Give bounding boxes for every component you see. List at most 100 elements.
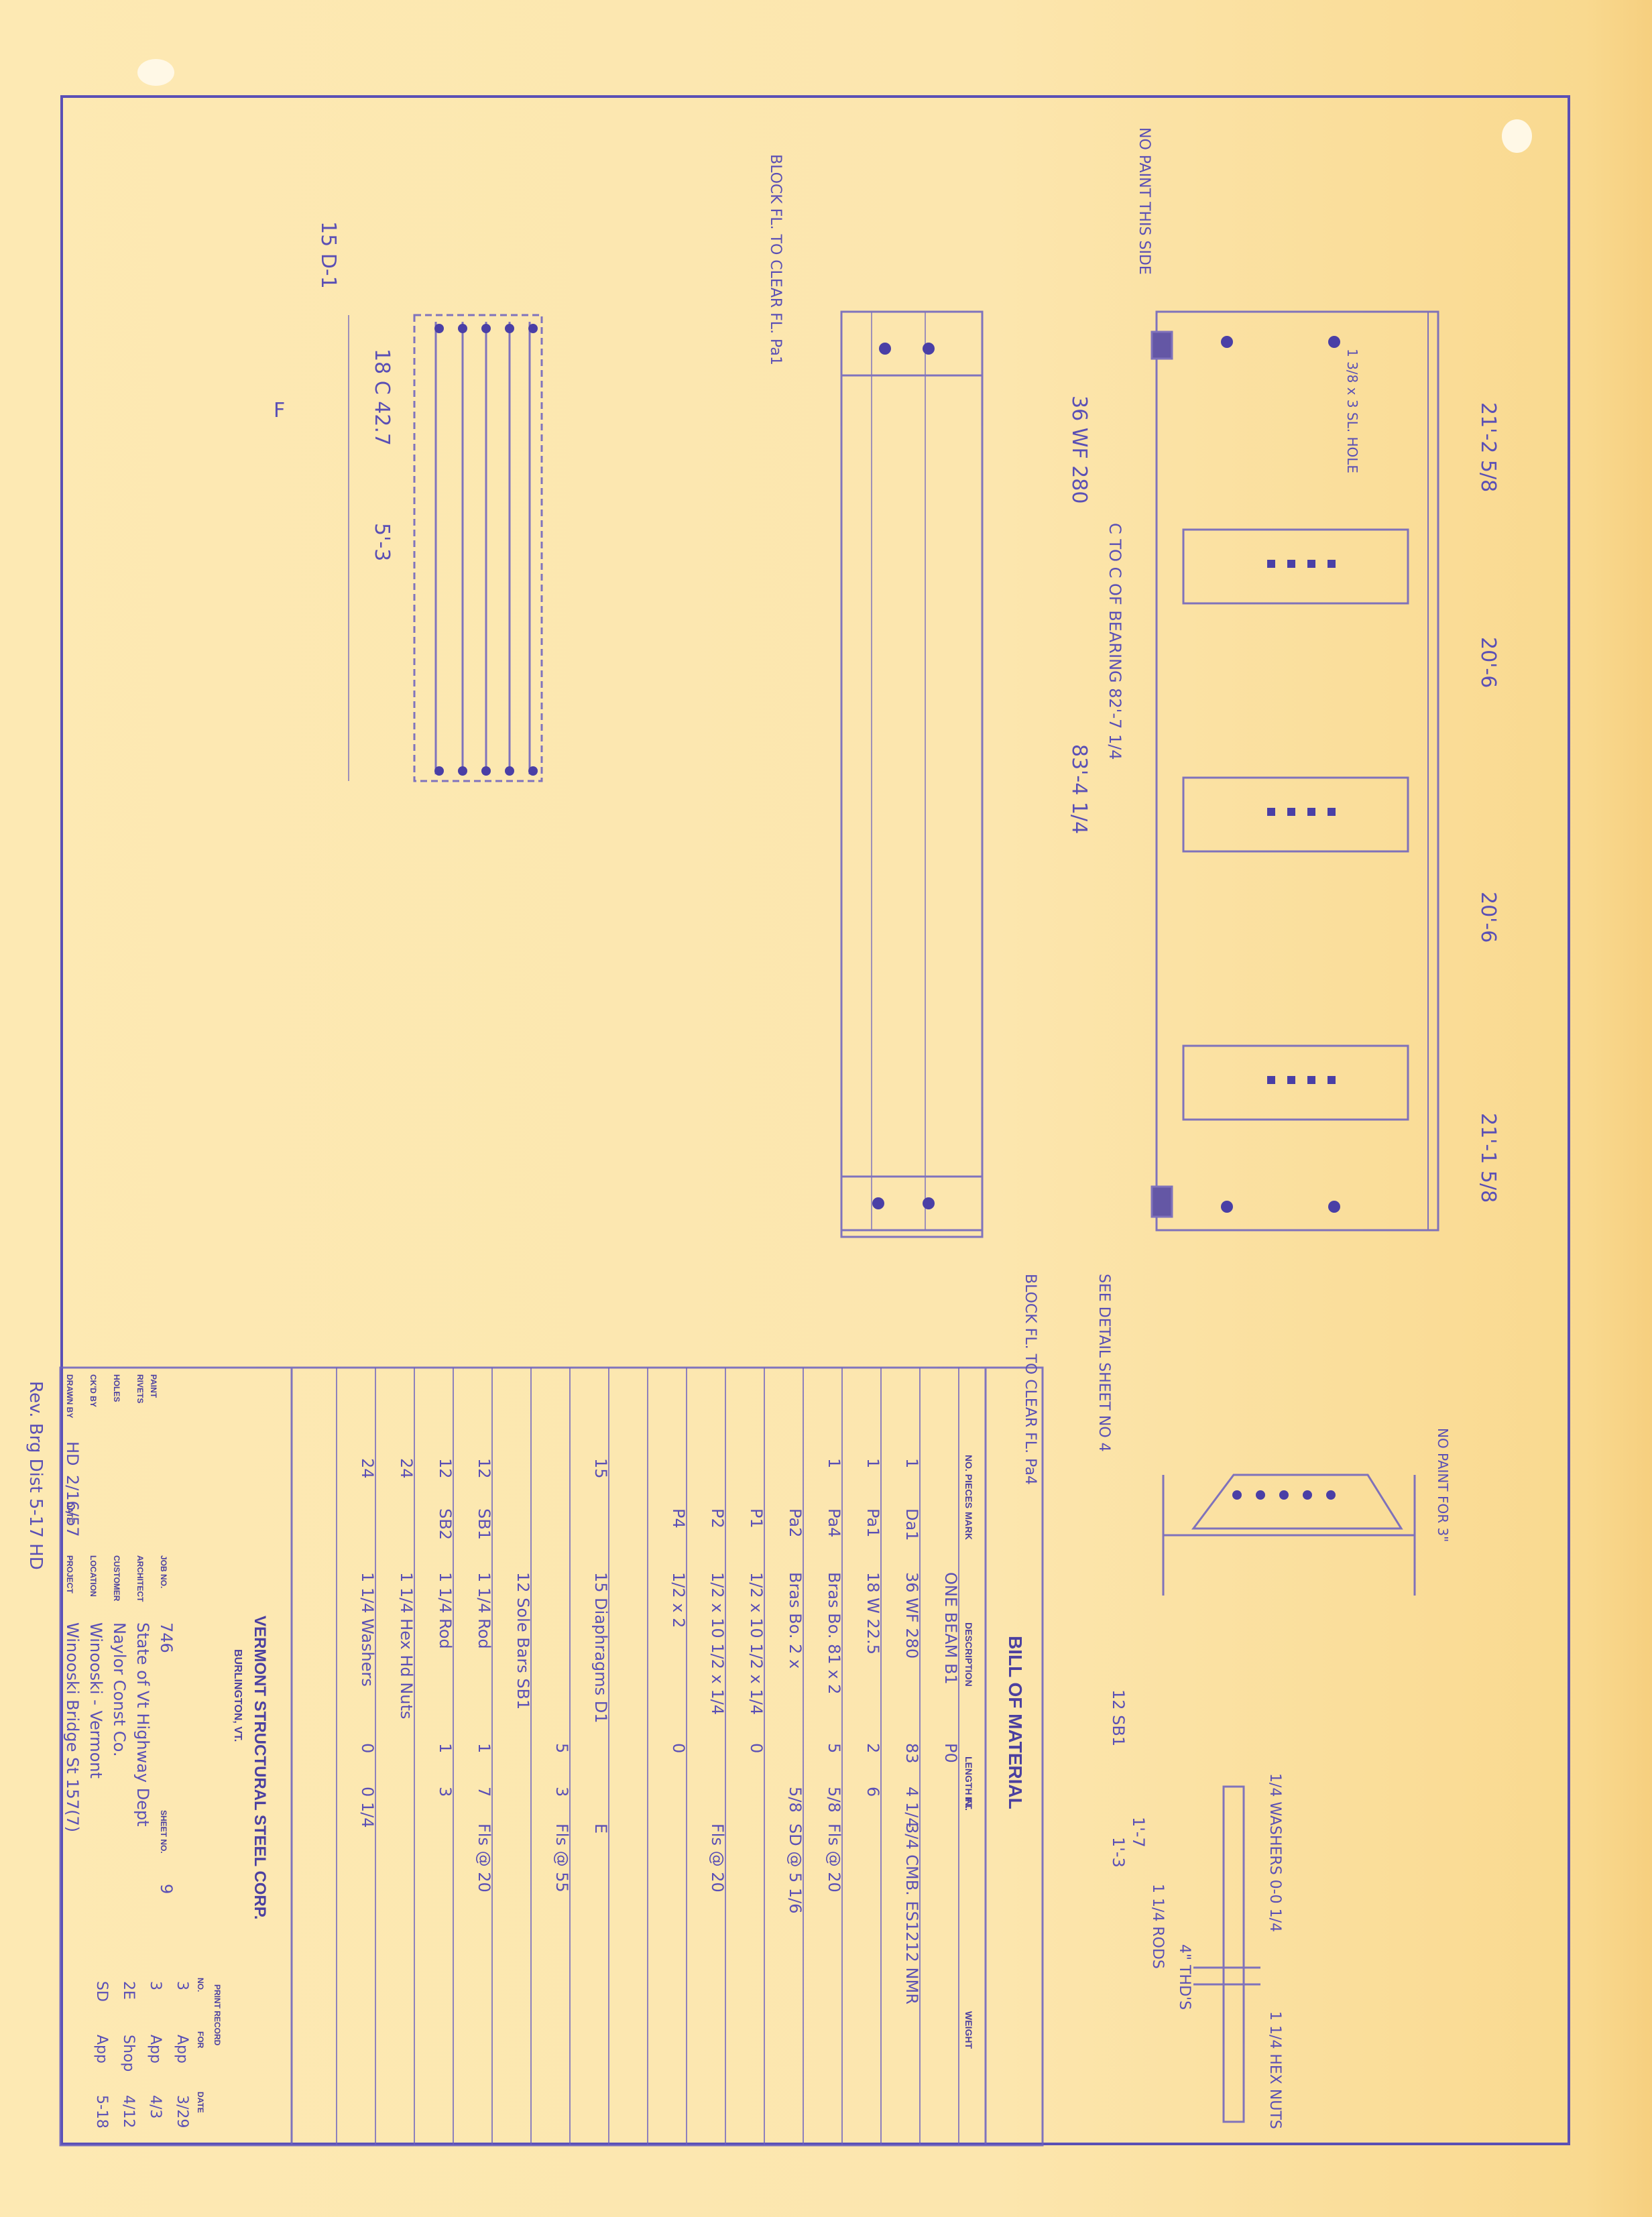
washer-note: 1/4 WASHERS 0-0 1/4	[1266, 1773, 1283, 1932]
sole-bar-label: 12 SB1	[1109, 1689, 1128, 1746]
bom-col-mark: MARK	[963, 1512, 974, 1540]
label-sheet-no: SHEET NO.	[159, 1810, 168, 1854]
print-record-cell: 4/12	[120, 2095, 137, 2128]
customer-value: Naylor Const Co.	[110, 1622, 129, 1757]
bearing-span-label: C TO C OF BEARING 82'-7 1/4	[1106, 523, 1124, 760]
label-location: LOCATION	[88, 1555, 98, 1597]
bom-cell: SB2	[436, 1508, 455, 1540]
bom-cell: Pa4	[825, 1508, 843, 1537]
bom-cell: 1	[864, 1458, 882, 1468]
bom-cell: 1 1/4 Washers	[358, 1572, 377, 1687]
bom-cell: 1 1/4 Rod	[436, 1572, 455, 1649]
company-name: VERMONT STRUCTURAL STEEL CORP.	[251, 1616, 269, 1919]
bom-cell: 0	[669, 1743, 688, 1753]
bom-cell: SB1	[475, 1508, 493, 1540]
print-record-cell: SD	[93, 1981, 110, 2002]
block-flange-note: BLOCK FL. TO CLEAR FL. Pa4	[1022, 1274, 1039, 1485]
bom-cell: E	[591, 1823, 610, 1834]
bom-cell: 0	[747, 1743, 766, 1753]
span-label: 21'-1 5/8	[1476, 1113, 1500, 1203]
bom-cell: 7	[475, 1787, 493, 1797]
label-holes: HOLES	[112, 1374, 121, 1402]
bom-cell: 1	[436, 1743, 455, 1753]
bom-cell: 5	[825, 1743, 843, 1753]
beam-size-label: 36 WF 280	[1067, 396, 1091, 503]
label-date: DATE	[65, 1502, 74, 1523]
label-job-no: JOB NO.	[159, 1555, 168, 1588]
thread-note: 4" THD'S	[1176, 1944, 1193, 2010]
diaphragm-web	[840, 310, 984, 1232]
bom-cell: 24	[358, 1458, 377, 1479]
company-city: BURLINGTON, VT.	[232, 1649, 243, 1742]
span-label: 20'-6	[1476, 637, 1500, 688]
see-detail-note: SEE DETAIL SHEET NO 4	[1096, 1274, 1112, 1452]
bom-cell: 1/2 x 10 1/2 x 1/4	[747, 1572, 766, 1715]
bom-cell: P0	[941, 1743, 960, 1763]
diaphragm-label: 15 D-1	[316, 221, 340, 289]
bom-cell: Pa2	[786, 1508, 805, 1537]
span-label: 21'-2 5/8	[1476, 402, 1500, 492]
bom-cell: ONE BEAM B1	[941, 1572, 960, 1685]
sole-plate-detail	[413, 314, 543, 782]
bom-cell: P2	[708, 1508, 727, 1529]
beam-outline	[1155, 310, 1439, 1232]
bom-cell: 2	[864, 1743, 882, 1753]
bom-cell: 3	[436, 1787, 455, 1797]
bom-cell: Fls @ 20	[825, 1823, 843, 1893]
print-record-cell: 3/29	[174, 2095, 190, 2128]
punch-hole	[1502, 119, 1532, 153]
bom-cell: P1	[747, 1508, 766, 1529]
print-col-date: DATE	[196, 2092, 205, 2113]
bill-of-material: BILL OF MATERIAL NO. PIECES MARK DESCRIP…	[336, 1368, 1026, 2145]
stiffener	[1182, 776, 1409, 853]
bom-cell: Bras Bo. 2 x	[786, 1572, 805, 1669]
bom-cell: SD @ 5 1/6	[786, 1823, 805, 1914]
stiffener	[1182, 528, 1409, 605]
print-record-cell: Shop	[120, 2035, 137, 2072]
bom-cell: Bras Bo. 81 x 2	[825, 1572, 843, 1694]
label-rivets: RIVETS	[135, 1374, 145, 1403]
no-paint-note: NO PAINT FOR 3"	[1435, 1428, 1451, 1542]
print-record-cell: 5-18	[93, 2095, 110, 2129]
bom-cell: 12 Sole Bars SB1	[514, 1572, 532, 1710]
bom-cell: 15 Diaphragms D1	[591, 1572, 610, 1724]
label-customer: CUSTOMER	[112, 1555, 121, 1602]
bom-cell: 3/4 CMB. ES1212 NMR	[902, 1823, 921, 2004]
bom-cell: 4 1/4	[902, 1787, 921, 1828]
bom-cell: Pa1	[864, 1508, 882, 1537]
print-record-cell: App	[147, 2035, 164, 2063]
bom-cell: 5	[552, 1743, 571, 1753]
print-record-cell: 3	[174, 1981, 190, 1990]
label-project: PROJECT	[65, 1555, 74, 1594]
print-record-title: PRINT RECORD	[213, 1984, 222, 2046]
print-record-cell: 3	[147, 1981, 164, 1990]
drawn-by-value: HD	[63, 1441, 82, 1466]
print-record-cell: App	[93, 2035, 110, 2063]
label-chkd-by: CK'D BY	[88, 1374, 98, 1407]
bom-col-weight: WEIGHT	[963, 2011, 974, 2049]
bom-cell: 3	[552, 1787, 571, 1797]
bom-cell: 1 1/4 Hex Hd Nuts	[397, 1572, 416, 1719]
bom-cell: 1/2 x 2	[669, 1572, 688, 1628]
bom-cell: 12	[475, 1458, 493, 1479]
diaphragm-section-label: 18 C 42.7	[370, 349, 394, 446]
drawn-date-value: 2/16/57	[63, 1475, 82, 1537]
sole-bar-length: 1'-3	[1109, 1837, 1128, 1868]
bom-cell: Da1	[902, 1508, 921, 1541]
print-record-cell: 4/3	[147, 2095, 164, 2118]
length-label: 83'-4 1/4	[1067, 744, 1091, 834]
print-record-cell: 2E	[120, 1981, 137, 2000]
bom-col-desc: DESCRIPTION	[963, 1622, 974, 1687]
bom-cell: 5/8	[825, 1787, 843, 1813]
bom-cell: 83	[902, 1743, 921, 1764]
bom-cell: Fls @ 20	[475, 1823, 493, 1893]
print-col-no: NO.	[196, 1978, 205, 1992]
f-mark: F	[274, 399, 285, 422]
bom-cell: 0	[358, 1743, 377, 1753]
bom-cell: 1	[475, 1743, 493, 1753]
job-no-value: 746	[157, 1622, 176, 1653]
bom-cell: 1 1/4 Rod	[475, 1572, 493, 1649]
bom-cell: 5/8	[786, 1787, 805, 1813]
rod-note: 1 1/4 RODS	[1149, 1884, 1166, 1969]
